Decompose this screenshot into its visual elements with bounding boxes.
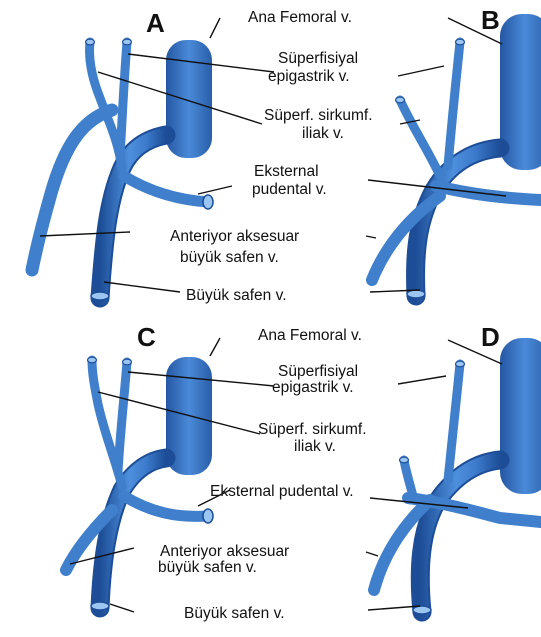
label-superficial-epigastric-line1-c: Süperfisiyal bbox=[278, 363, 358, 380]
label-anterior-accessory-line2: büyük safen v. bbox=[180, 249, 279, 266]
label-superficial-epigastric-line2: epigastrik v. bbox=[268, 68, 350, 85]
panel-a-letter: A bbox=[146, 8, 165, 38]
panel-d-letter: D bbox=[481, 322, 500, 352]
label-anterior-accessory-line2-c: büyük safen v. bbox=[158, 559, 257, 576]
panel-d-common-femoral-vein bbox=[500, 338, 541, 494]
label-great-saphenous-v-c: Büyük safen v. bbox=[184, 605, 285, 622]
label-superficial-epigastric-line1: Süperfisiyal bbox=[278, 50, 358, 67]
panel-c-letter: C bbox=[137, 322, 156, 352]
label-common-femoral-v: Ana Femoral v. bbox=[248, 9, 352, 26]
label-common-femoral-v-c: Ana Femoral v. bbox=[258, 327, 362, 344]
label-circumflex-iliac-line2-c: iliak v. bbox=[294, 438, 336, 455]
label-superficial-epigastric-line2-c: epigastrik v. bbox=[272, 379, 354, 396]
label-external-pudendal-line2: pudental v. bbox=[252, 181, 327, 198]
label-external-pudendal-line1: Eksternal bbox=[254, 163, 319, 180]
label-anterior-accessory-line1-c: Anteriyor aksesuar bbox=[160, 543, 289, 560]
label-external-pudendal-c: Eksternal pudental v. bbox=[210, 483, 354, 500]
panel-b-letter: B bbox=[481, 5, 500, 35]
label-circumflex-iliac-line2: iliak v. bbox=[302, 125, 344, 142]
label-circumflex-iliac-line1: Süperf. sirkumf. bbox=[264, 107, 373, 124]
label-great-saphenous-v: Büyük safen v. bbox=[186, 287, 287, 304]
panel-d: D bbox=[374, 322, 541, 614]
label-anterior-accessory-line1: Anteriyor aksesuar bbox=[170, 228, 299, 245]
label-circumflex-iliac-line1-c: Süperf. sirkumf. bbox=[258, 421, 367, 438]
panel-b: B bbox=[372, 5, 541, 298]
